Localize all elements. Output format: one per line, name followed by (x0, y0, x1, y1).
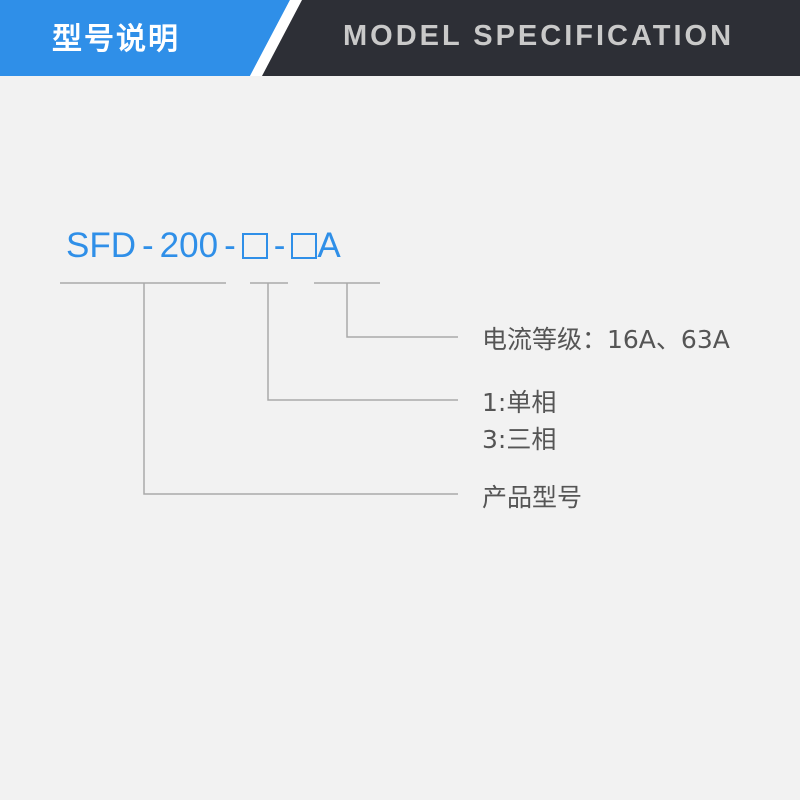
header-blue-block (0, 0, 290, 76)
model-number: 200 (159, 226, 219, 265)
connector-phase (267, 283, 458, 401)
label-product-model: 产品型号 (482, 483, 583, 512)
header-dark-block (262, 0, 800, 76)
header-title-cn: 型号说明 (52, 22, 180, 57)
header-title-en: MODEL SPECIFICATION (343, 20, 735, 52)
model-separator-3: - (273, 226, 286, 265)
model-code: SFD-200--A (66, 226, 341, 266)
current-placeholder-box (291, 233, 318, 259)
label-phase-single: 1:单相 (482, 388, 557, 417)
header-background (0, 0, 800, 76)
phase-placeholder-box (241, 233, 268, 259)
model-separator-1: - (142, 226, 154, 265)
connector-current (346, 283, 458, 338)
model-separator-2: - (224, 226, 236, 265)
model-suffix: A (317, 226, 341, 265)
header-stripe (250, 0, 302, 76)
header-banner: 型号说明 MODEL SPECIFICATION (0, 0, 800, 76)
label-current-rating: 电流等级：16A、63A (482, 325, 730, 354)
connector-product (143, 283, 458, 495)
label-phase-three: 3:三相 (482, 425, 557, 454)
model-prefix: SFD (66, 226, 136, 265)
